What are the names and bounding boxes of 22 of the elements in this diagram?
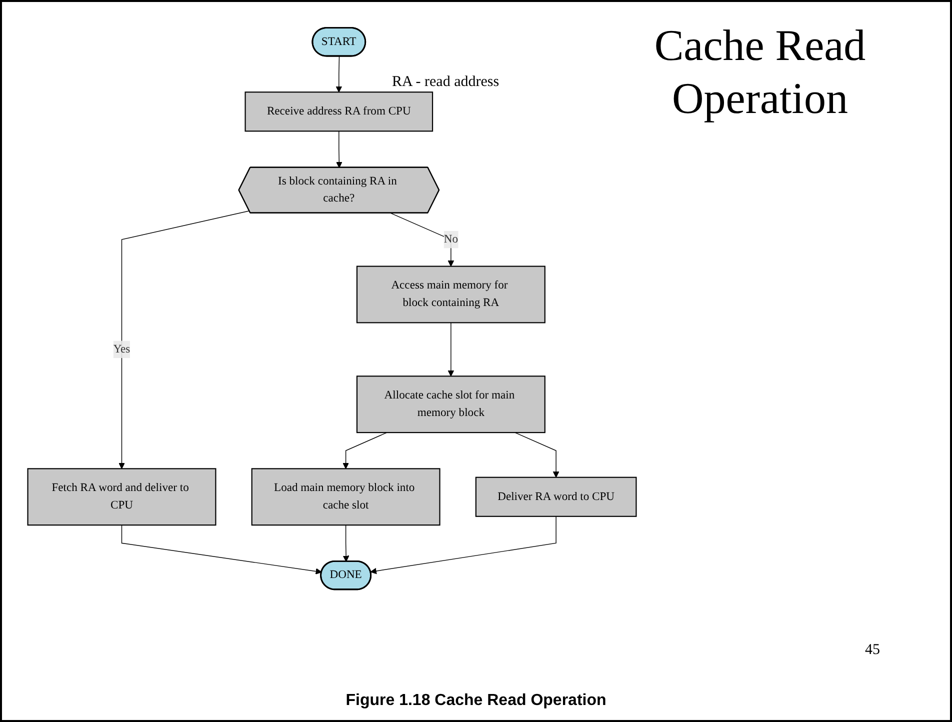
arrow: [448, 322, 454, 376]
arrow: [336, 56, 342, 92]
node-box: Load main memory block into cache slot: [251, 468, 440, 526]
node-box: Receive address RA from CPU: [244, 92, 434, 132]
note: RA - read address: [392, 74, 500, 91]
edge-label: Yes: [113, 342, 130, 356]
title: Cache Read Operation: [653, 20, 867, 125]
arrow: [514, 432, 560, 478]
node-box: Access main memory for block containing RA: [356, 266, 546, 324]
caption: Figure 1.18 Cache Read Operation: [344, 692, 608, 710]
arrow: [336, 130, 342, 168]
node-box: Fetch RA word and deliver to CPU: [27, 468, 216, 526]
node-box: Deliver RA word to CPU: [475, 476, 637, 517]
arrow: [342, 432, 388, 469]
arrow: [121, 524, 322, 574]
arrow: [118, 210, 250, 469]
arrow: [370, 516, 556, 574]
arrow: [342, 524, 350, 562]
page-number: 45: [865, 642, 880, 659]
edge-label: No: [444, 233, 458, 246]
arrow: [390, 212, 454, 267]
node-box: Allocate cache slot for main memory block: [356, 376, 546, 434]
